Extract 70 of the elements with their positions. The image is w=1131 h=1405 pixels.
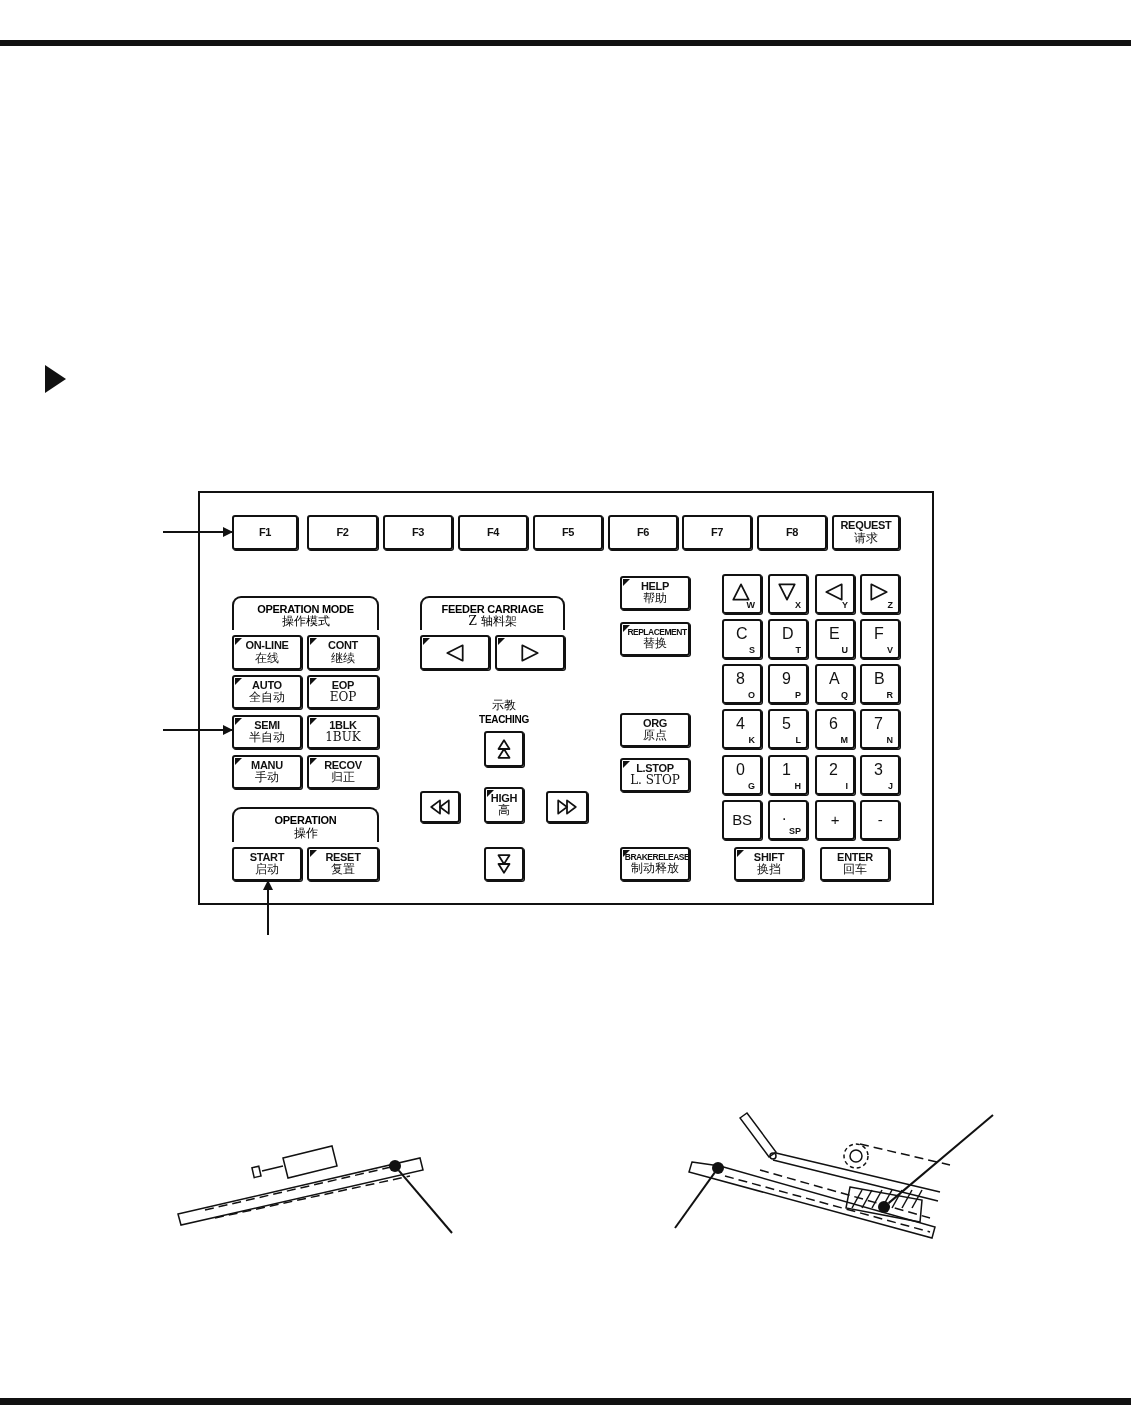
keyboard-key: REQUEST 请求 — [832, 515, 900, 550]
keyboard-key: SEMI 半自动 — [232, 715, 302, 749]
arrow — [263, 880, 273, 936]
keyboard-key: RESET 复置 — [307, 847, 379, 881]
leader-line — [887, 1114, 994, 1205]
keyboard-key: REPLACEMENT 替换 — [620, 622, 690, 656]
keyboard-key: 6 M — [815, 709, 855, 749]
keyboard-key: D T — [768, 619, 808, 659]
keyboard-key: F6 — [608, 515, 678, 550]
keyboard-key: ON-LINE 在线 — [232, 635, 302, 670]
leader-line — [674, 1171, 716, 1229]
keyboard-key: + — [815, 800, 855, 840]
keyboard-key: Y — [815, 574, 855, 614]
leader-line — [397, 1169, 453, 1234]
keyboard-key: CONT 继续 — [307, 635, 379, 670]
keyboard-key: F8 — [757, 515, 827, 550]
keyboard-key: 5 L — [768, 709, 808, 749]
keyboard-key: F3 — [383, 515, 453, 550]
pivot-dot — [878, 1201, 890, 1213]
key-group-heading: FEEDER CARRIAGE Z 轴料架 — [420, 596, 565, 630]
keyboard-key: F5 — [533, 515, 603, 550]
keyboard-key — [484, 847, 524, 881]
keyboard-key: 8 O — [722, 664, 762, 704]
keyboard-key: AUTO 全自动 — [232, 675, 302, 709]
keyboard-key: RECOV 归正 — [307, 755, 379, 789]
keyboard-key: . SP — [768, 800, 808, 840]
keyboard-key: EOP EOP — [307, 675, 379, 709]
arrow — [162, 527, 233, 537]
keyboard-key: HELP 帮助 — [620, 576, 690, 610]
keyboard-key: 7 N — [860, 709, 900, 749]
keyboard-key: 1 H — [768, 755, 808, 795]
keyboard-key: X — [768, 574, 808, 614]
pivot-dot — [712, 1162, 724, 1174]
keyboard-key: A Q — [815, 664, 855, 704]
keyboard-panel — [198, 491, 934, 905]
arrow — [162, 725, 233, 735]
keyboard-key: C S — [722, 619, 762, 659]
keyboard-key: Z — [860, 574, 900, 614]
keyboard-key: F V — [860, 619, 900, 659]
keyboard-key: 3 J — [860, 755, 900, 795]
keyboard-key: - — [860, 800, 900, 840]
keyboard-key — [420, 635, 490, 670]
keyboard-key: L.STOP L. STOP — [620, 758, 690, 792]
keyboard-key: 9 P — [768, 664, 808, 704]
keyboard-key: B R — [860, 664, 900, 704]
keyboard-key: ORG 原点 — [620, 713, 690, 747]
keyboard-key: F2 — [307, 515, 378, 550]
keyboard-key: 0 G — [722, 755, 762, 795]
keyboard-key — [420, 791, 460, 823]
keyboard-key: BS — [722, 800, 762, 840]
key-group-heading: OPERATION MODE 操作模式 — [232, 596, 379, 630]
keyboard-key: 4 K — [722, 709, 762, 749]
keyboard-key — [484, 731, 524, 767]
keyboard-key: SHIFT 换挡 — [734, 847, 804, 881]
keyboard-key: F7 — [682, 515, 752, 550]
keyboard-key: 1BLK 1BUK — [307, 715, 379, 749]
keyboard-key — [495, 635, 565, 670]
keyboard-key: HIGH 高 — [484, 787, 524, 823]
key-caption: 示教 TEACHING — [478, 697, 530, 725]
keyboard-key — [546, 791, 588, 823]
keyboard-key: F1 — [232, 515, 298, 550]
keyboard-key: START 启动 — [232, 847, 302, 881]
keyboard-key: MANU 手动 — [232, 755, 302, 789]
keyboard-key: F4 — [458, 515, 528, 550]
key-group-heading: OPERATION 操作 — [232, 807, 379, 842]
keyboard-key: E U — [815, 619, 855, 659]
keyboard-key: W — [722, 574, 762, 614]
pivot-dot — [389, 1160, 401, 1172]
keyboard-key: 2 I — [815, 755, 855, 795]
keyboard-key: ENTER 回车 — [820, 847, 890, 881]
